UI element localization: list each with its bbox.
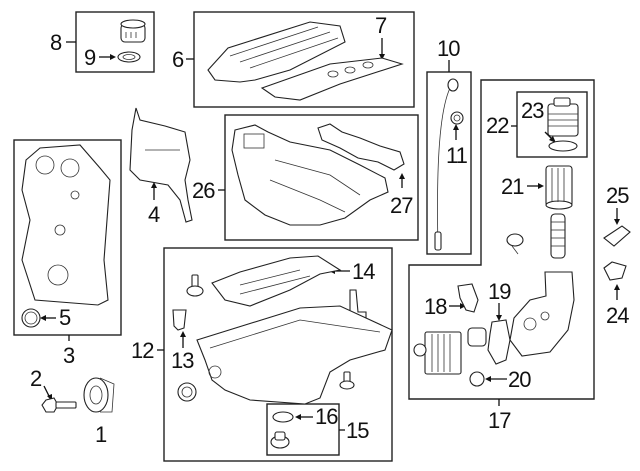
drain-valve <box>506 233 524 255</box>
callout-6: 6 <box>172 47 184 72</box>
o-ring-20 <box>469 371 485 387</box>
timing-cover-inner <box>129 107 193 223</box>
oil-filler-cap <box>120 19 146 43</box>
callout-5: 5 <box>59 305 71 330</box>
oil-filter-21 <box>545 165 573 210</box>
oil-filter-housing <box>509 271 575 357</box>
dipstick-seal-11 <box>450 111 464 125</box>
callout-13: 13 <box>171 348 195 373</box>
dipstick <box>434 78 459 251</box>
valve-cover-gasket <box>260 57 404 101</box>
gasket-18 <box>457 283 479 313</box>
filter-standpipe <box>550 213 566 259</box>
timing-chain-cover <box>21 144 111 306</box>
leader-lines <box>40 38 620 431</box>
callout-18: 18 <box>424 294 448 319</box>
group-box-12 <box>163 247 393 462</box>
callout-12: 12 <box>131 338 155 363</box>
callout-1: 1 <box>95 422 107 447</box>
group-box-22 <box>516 91 588 158</box>
drain-plug <box>270 431 290 449</box>
gasket-19 <box>487 319 511 365</box>
front-seal-5 <box>21 308 41 328</box>
o-ring-23 <box>548 140 578 152</box>
bolt-upper <box>186 274 204 297</box>
callout-15: 15 <box>346 418 370 443</box>
callout-27: 27 <box>390 193 414 218</box>
pulley-1 <box>83 377 115 413</box>
callout-3: 3 <box>63 343 75 368</box>
callout-21: 21 <box>501 174 525 199</box>
group-box-26 <box>224 114 419 241</box>
bolt-2 <box>41 397 77 413</box>
callout-4: 4 <box>148 202 160 227</box>
callout-22: 22 <box>486 113 510 138</box>
callout-23: 23 <box>521 98 545 123</box>
fitting-24 <box>603 261 627 281</box>
callout-20: 20 <box>508 367 532 392</box>
washer-16 <box>272 411 294 423</box>
callout-2: 2 <box>30 366 42 391</box>
group-box-3 <box>13 139 122 336</box>
callout-19: 19 <box>488 279 512 304</box>
callout-24: 24 <box>606 303 630 328</box>
coupling <box>467 327 487 347</box>
callout-25: 25 <box>606 183 630 208</box>
callout-26: 26 <box>192 178 216 203</box>
oil-cooler <box>413 331 462 375</box>
callout-11: 11 <box>446 143 468 168</box>
oil-filter-cap-23 <box>547 97 579 137</box>
intake-manifold <box>231 124 389 226</box>
oil-pan <box>196 305 393 405</box>
callout-17: 17 <box>488 408 512 433</box>
bolt-lower <box>339 371 355 390</box>
group-box-17 <box>408 79 595 400</box>
callout-8: 8 <box>50 30 62 55</box>
seal-oil-pan <box>177 382 197 402</box>
callout-7: 7 <box>375 13 387 38</box>
callout-14: 14 <box>352 259 376 284</box>
oil-pan-baffle-14 <box>211 255 342 307</box>
callout-9: 9 <box>84 45 96 70</box>
callout-10: 10 <box>437 36 461 61</box>
callout-16: 16 <box>315 404 339 429</box>
seal-ring-9 <box>117 51 141 63</box>
intake-gasket-27 <box>317 123 405 171</box>
sensor-25 <box>603 225 631 247</box>
screen-13 <box>172 309 187 331</box>
valve-cover <box>207 21 346 83</box>
